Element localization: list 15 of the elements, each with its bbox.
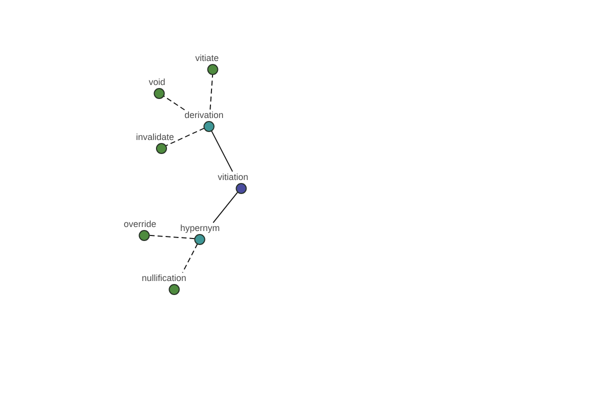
connector-line bbox=[212, 192, 238, 224]
node-label: hypernym bbox=[180, 222, 220, 232]
connector-line bbox=[210, 130, 234, 172]
dashed-connector bbox=[148, 234, 195, 240]
node-label: override bbox=[124, 218, 156, 228]
node-label: nullification bbox=[142, 272, 186, 282]
dashed-connector bbox=[210, 74, 214, 110]
node-label: invalidate bbox=[136, 132, 174, 142]
dashed-connector bbox=[165, 128, 205, 146]
node-label: vitiation bbox=[218, 172, 248, 182]
node-label: vitiate bbox=[195, 52, 219, 62]
dashed-connector bbox=[162, 95, 186, 110]
node-label: derivation bbox=[184, 110, 224, 120]
dashed-connector bbox=[182, 243, 198, 274]
node-label: void bbox=[148, 76, 166, 86]
